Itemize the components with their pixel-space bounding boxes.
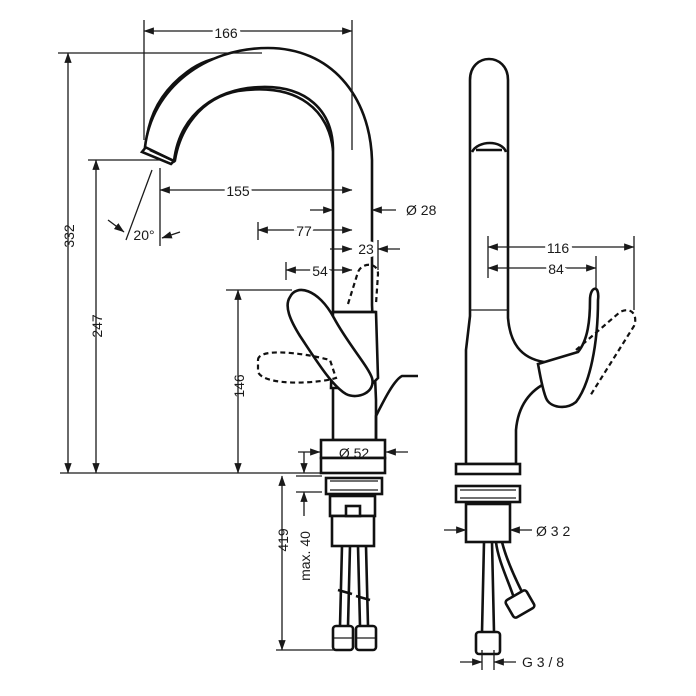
base-ring (319, 456, 387, 475)
dim-diameter-28: Ø 28 (406, 202, 437, 218)
front-dimensions: 166 332 247 155 20° Ø 28 77 23 (58, 20, 437, 651)
side-aerator (470, 141, 508, 153)
side-fitting-angle (504, 589, 536, 619)
shank-screw (344, 504, 362, 518)
handle-alt-position (256, 351, 338, 384)
side-column (464, 57, 550, 466)
hose-right (356, 545, 370, 627)
side-fitting-bottom (474, 630, 502, 656)
dim-155: 155 (226, 183, 250, 199)
dim-116: 116 (547, 240, 570, 256)
hose-left-crossbar (337, 588, 353, 596)
dim-84: 84 (548, 261, 564, 277)
dim-diameter-32: Ø 3 2 (536, 523, 570, 539)
dim-diameter-52: Ø 52 (339, 445, 370, 461)
dim-77: 77 (296, 223, 312, 239)
side-handle-alt-position (575, 309, 637, 397)
side-handle (536, 287, 600, 409)
side-hose (480, 541, 496, 633)
aerator-ring (149, 148, 173, 162)
handle (286, 288, 374, 398)
side-dimensions: 116 84 Ø 3 2 G 3 / 8 (444, 236, 635, 670)
dim-166: 166 (214, 25, 238, 41)
dim-20-deg: 20° (133, 227, 154, 243)
dim-419: 419 (275, 528, 291, 552)
dim-332: 332 (61, 224, 77, 248)
side-nut (454, 484, 522, 504)
shank (330, 514, 376, 548)
aerator (139, 146, 176, 166)
popup-lever (374, 374, 418, 440)
spout-column (143, 46, 378, 442)
dim-247: 247 (89, 314, 105, 338)
side-hose-bent (494, 541, 524, 599)
front-view (60, 46, 418, 652)
dim-23: 23 (358, 241, 374, 257)
handle-alt-position-2 (346, 263, 380, 305)
dim-max-40: max. 40 (297, 531, 313, 581)
dim-54: 54 (312, 263, 328, 279)
hose-left (338, 545, 352, 627)
side-shank (464, 502, 512, 544)
hose-right-crossbar (355, 594, 371, 602)
side-base (454, 462, 522, 476)
dim-146: 146 (231, 374, 247, 398)
side-view (454, 57, 637, 656)
dim-thread-g38: G 3 / 8 (522, 654, 564, 670)
